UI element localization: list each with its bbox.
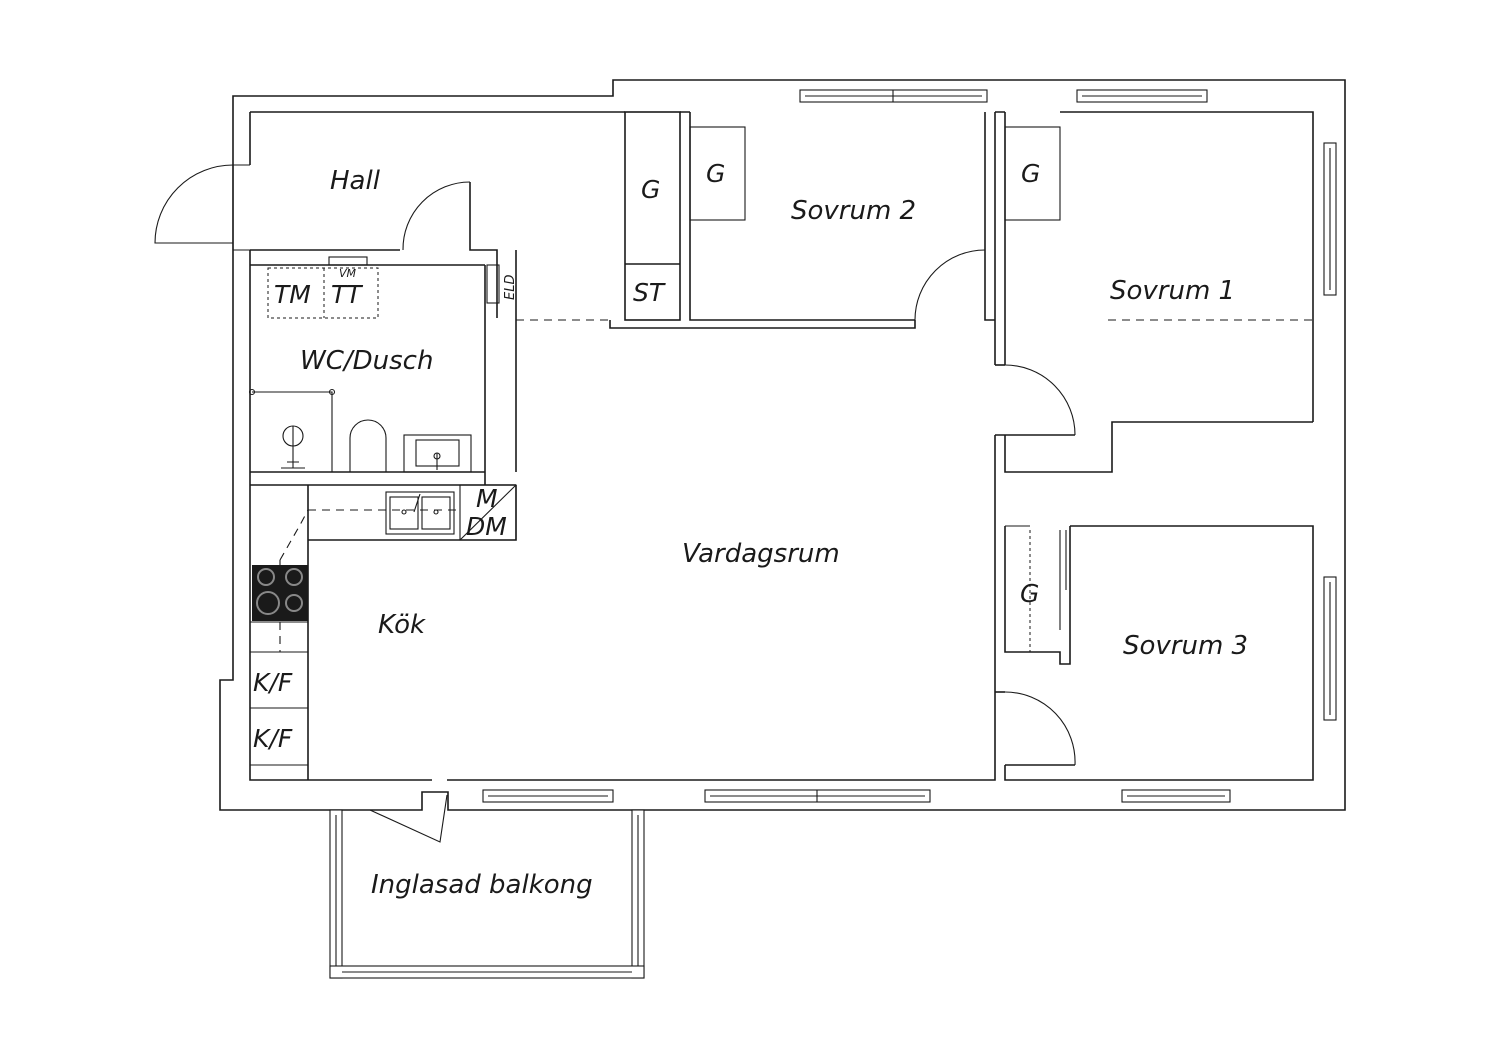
room-label-vardagsrum: Vardagsrum [682, 539, 840, 569]
m-label: M [476, 484, 498, 513]
eld-label: ELD [503, 275, 518, 300]
closets-hall: G ST [624, 111, 681, 321]
sovrum1-closet-label: G [1021, 159, 1040, 188]
kitchen-sink [385, 491, 455, 535]
closet-st-label: ST [633, 278, 666, 307]
laundry-area: TM TT VM [267, 256, 379, 319]
outer-walls [219, 79, 1346, 811]
tt-label: TT [331, 280, 363, 309]
room-label-sovrum2: Sovrum 2 [791, 196, 916, 226]
eld-panel: ELD [486, 264, 518, 304]
stove [252, 565, 308, 621]
kf-label-1: K/F [253, 668, 293, 697]
room-label-hall: Hall [330, 166, 381, 196]
vm-label: VM [339, 267, 357, 280]
hall-walls [250, 181, 610, 486]
dishwasher: M DM [459, 484, 517, 541]
dm-label: DM [466, 512, 507, 541]
room-label-sovrum3: Sovrum 3 [1123, 631, 1248, 661]
room-label-wc: WC/Dusch [300, 346, 433, 376]
balcony [329, 809, 645, 979]
sovrum1-walls: G [994, 112, 1313, 765]
sovrum2-closet-label: G [706, 159, 725, 188]
sovrum2-walls: G [609, 112, 996, 365]
room-labels: Hall WC/Dusch Sovrum 2 Sovrum 1 Sovrum 3… [300, 166, 1248, 900]
wc-fixtures [248, 388, 472, 473]
closet-g-label: G [641, 175, 660, 204]
room-label-balkong: Inglasad balkong [371, 870, 593, 900]
room-label-kok: Kök [378, 610, 426, 640]
room-label-sovrum1: Sovrum 1 [1110, 276, 1235, 306]
windows [482, 89, 1337, 803]
kitchen: M DM K/F K/F [250, 484, 517, 780]
kf-label-2: K/F [253, 724, 293, 753]
balcony-door [369, 794, 448, 843]
sovrum3-closet-label: G [1020, 579, 1039, 608]
entrance-door [154, 164, 250, 251]
sovrum3-walls: G [995, 525, 1076, 766]
tm-label: TM [274, 280, 311, 309]
